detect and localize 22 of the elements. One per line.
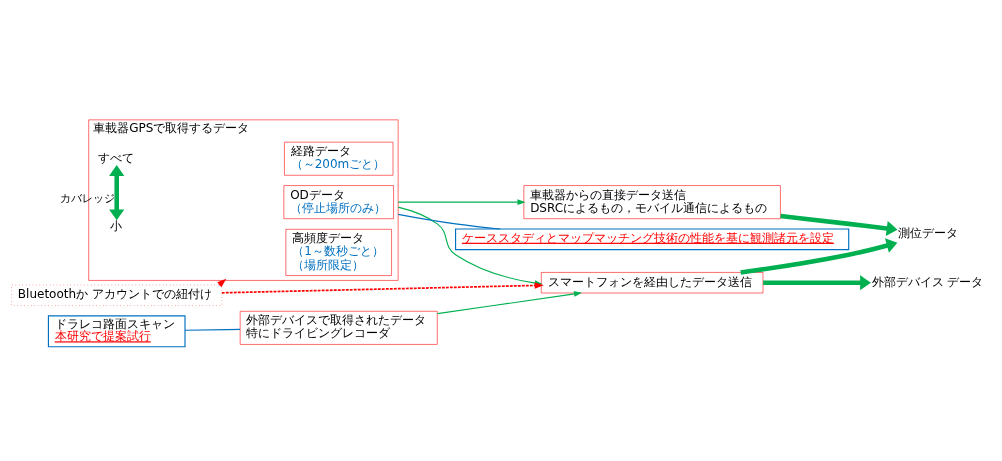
node-box: スマートフォンを経由したデータ送信 [541,271,764,293]
arrow [436,290,583,314]
node-text: 外部デバイス データ [871,274,984,289]
node-text: 小 [110,218,123,233]
edge-label: カバレッジ [60,190,116,205]
node-box: ケーススタディとマップマッチング技術の性能を基に観測諸元を設定 [455,227,850,250]
arrow [780,213,898,236]
arrow [740,237,898,275]
arrow [763,274,871,290]
node-box: ODデータ （停止場所のみ） [283,184,394,219]
connector [397,213,501,230]
node-text: すべて [97,150,134,165]
node-box: ドラレコ路面スキャン 本研究で提案試行 [47,314,186,347]
node-box: 高頻度データ （1～数秒ごと） （場所限定） [285,228,392,276]
arrow [217,278,227,287]
node-box: 外部デバイスで取得されたデータ 特にドライビングレコーダ [239,310,438,345]
node-box: 経路データ （～200mごと） [284,141,394,176]
node-text: 測位データ [898,225,959,240]
node-box: 車載器からの直接データ送信 DSRCによるもの，モバイル通信によるもの [523,184,781,219]
arrow [109,164,125,220]
connector [184,328,241,331]
arrow [397,198,526,205]
